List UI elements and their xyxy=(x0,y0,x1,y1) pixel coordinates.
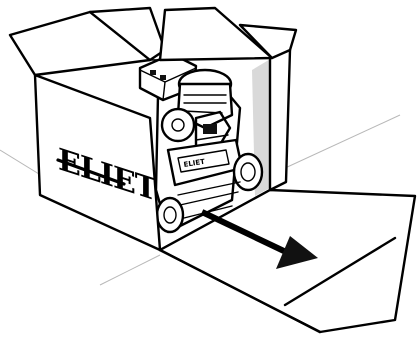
front-wheel xyxy=(157,198,183,232)
box-front: ELIET xyxy=(35,75,160,250)
rear-wheel xyxy=(234,154,262,190)
